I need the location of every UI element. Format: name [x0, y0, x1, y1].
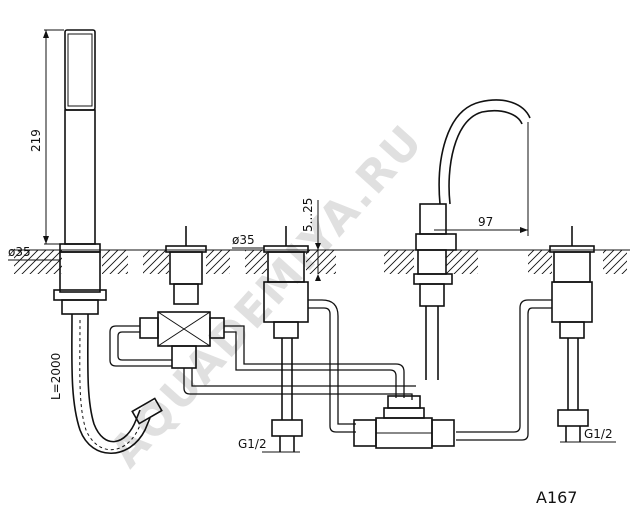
dim-thread-right: G1/2 — [560, 427, 616, 443]
dim-219-label: 219 — [29, 129, 43, 152]
dim-body-diameter-label: ø35 — [232, 233, 255, 247]
dim-thread-left: G1/2 — [238, 437, 300, 453]
dim-spout-reach: 97 — [434, 122, 529, 236]
spout — [413, 99, 531, 380]
model-code: A167 — [536, 488, 577, 507]
dim-shower-length: 219 — [29, 29, 64, 245]
bottom-manifold — [353, 395, 455, 449]
pipework — [109, 299, 552, 441]
thread-left-label: G1/2 — [238, 437, 267, 451]
dim-97-label: 97 — [478, 215, 493, 229]
hand-shower — [53, 29, 107, 315]
watermark: AQUADEMIYA.RU — [100, 115, 433, 477]
hose-length-label: L=2000 — [49, 353, 63, 400]
thread-right-label: G1/2 — [584, 427, 613, 441]
dim-deck-thickness-label: 5...25 — [301, 198, 315, 232]
right-handle-body — [549, 226, 595, 442]
diverter-valve — [139, 226, 225, 369]
deck-surface — [10, 249, 630, 274]
left-handle-body — [263, 226, 309, 452]
shower-hose — [71, 313, 163, 454]
dim-deck-thickness: 5...25 — [301, 198, 321, 281]
dim-shower-diameter-label: ø35 — [8, 245, 31, 259]
